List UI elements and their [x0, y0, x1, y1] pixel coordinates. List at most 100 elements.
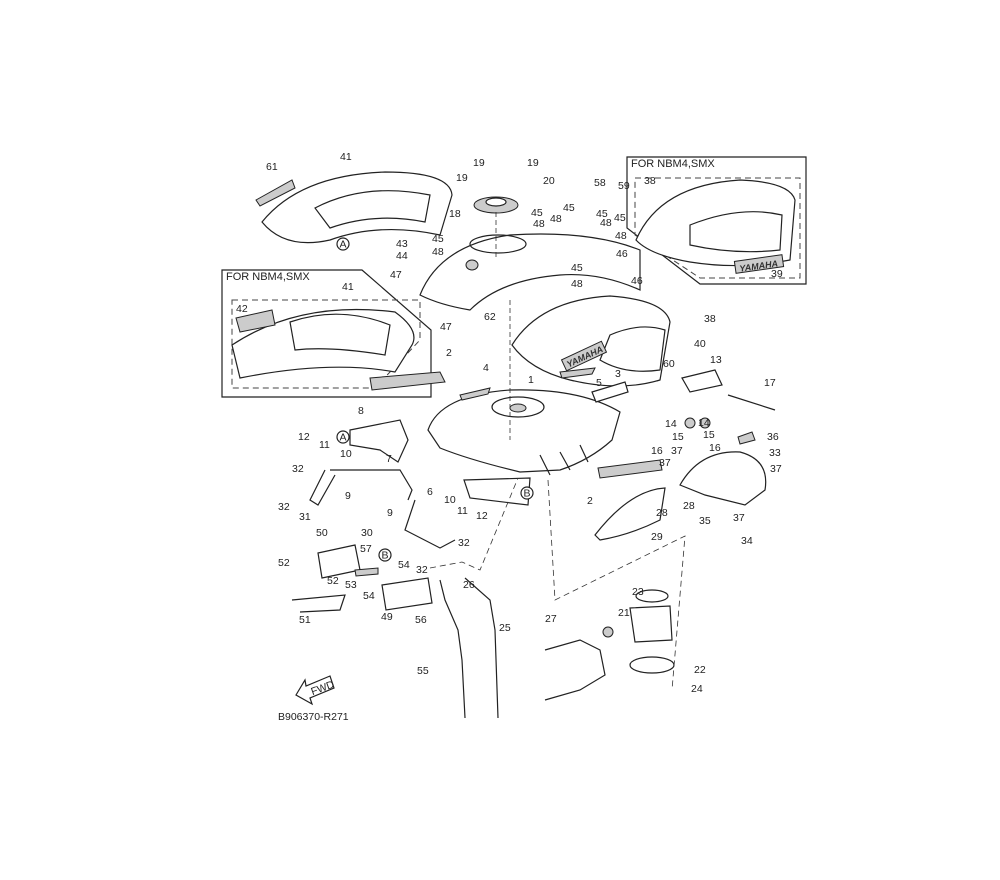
- part-label-37: 37: [671, 445, 683, 457]
- part-label-22: 22: [694, 664, 706, 676]
- part-label-54: 54: [398, 559, 410, 571]
- part-label-41: 41: [340, 151, 352, 163]
- part-label-18: 18: [449, 208, 461, 220]
- gasket-23: [635, 589, 669, 603]
- part-label-16: 16: [709, 442, 721, 454]
- part-label-47: 47: [390, 269, 402, 281]
- part-label-52: 52: [278, 557, 290, 569]
- part-label-32: 32: [458, 537, 470, 549]
- part-label-12: 12: [298, 431, 310, 443]
- part-label-34: 34: [741, 535, 753, 547]
- part-label-30: 30: [361, 527, 373, 539]
- part-label-48: 48: [432, 246, 444, 258]
- canister-49: [381, 577, 433, 611]
- part-label-43: 43: [396, 238, 408, 250]
- part-label-27: 27: [545, 613, 557, 625]
- part-label-5: 5: [596, 377, 602, 389]
- part-label-57: 57: [360, 543, 372, 555]
- ref-marker-a: A: [336, 237, 350, 251]
- part-label-35: 35: [699, 515, 711, 527]
- part-label-25: 25: [499, 622, 511, 634]
- part-label-46: 46: [631, 275, 643, 287]
- hose-27: [544, 639, 606, 701]
- bracket-51: [291, 594, 346, 613]
- part-label-23: 23: [632, 586, 644, 598]
- part-label-32: 32: [416, 564, 428, 576]
- variant-box-right-title: FOR NBM4,SMX: [631, 158, 715, 170]
- part-label-48: 48: [550, 213, 562, 225]
- pad-4: [459, 387, 491, 401]
- part-label-37: 37: [659, 457, 671, 469]
- part-label-10: 10: [340, 448, 352, 460]
- part-label-53: 53: [345, 579, 357, 591]
- variant-box-left-title: FOR NBM4,SMX: [226, 271, 310, 283]
- part-label-41: 41: [342, 281, 354, 293]
- part-label-50: 50: [316, 527, 328, 539]
- part-label-60: 60: [663, 358, 675, 370]
- part-label-46: 46: [616, 248, 628, 260]
- part-label-45: 45: [432, 233, 444, 245]
- part-label-45: 45: [571, 262, 583, 274]
- bracket-2-lower: [597, 459, 663, 479]
- filter-icon: [602, 626, 614, 638]
- part-label-9: 9: [345, 490, 351, 502]
- part-label-31: 31: [299, 511, 311, 523]
- part-label-40: 40: [694, 338, 706, 350]
- holder-53: [354, 567, 379, 577]
- stay-30: [404, 499, 456, 549]
- side-cover-top-left: [255, 171, 453, 244]
- tank-cover: [419, 233, 641, 311]
- part-label-37: 37: [733, 512, 745, 524]
- part-label-37: 37: [770, 463, 782, 475]
- canister-50: [317, 544, 361, 579]
- part-label-19: 19: [527, 157, 539, 169]
- stay-7: [330, 469, 413, 501]
- part-label-15: 15: [703, 429, 715, 441]
- fwd-label: FWD: [309, 678, 336, 698]
- bolt-17: [727, 394, 776, 411]
- bracket-2-top: [369, 371, 446, 391]
- bracket-13: [681, 369, 723, 393]
- part-label-20: 20: [543, 175, 555, 187]
- ref-marker-label: A: [340, 239, 347, 251]
- fuel-cap: [473, 196, 519, 260]
- part-label-17: 17: [764, 377, 776, 389]
- part-label-38: 38: [644, 175, 656, 187]
- clip-36: [737, 431, 756, 445]
- part-label-11: 11: [457, 505, 468, 517]
- part-label-24: 24: [691, 683, 703, 695]
- part-label-19: 19: [456, 172, 468, 184]
- part-label-51: 51: [299, 614, 311, 626]
- part-label-32: 32: [292, 463, 304, 475]
- part-label-10: 10: [444, 494, 456, 506]
- assembly-outline: [429, 477, 686, 691]
- part-label-3: 3: [615, 368, 621, 380]
- part-label-44: 44: [396, 250, 408, 262]
- part-label-11: 11: [319, 439, 330, 451]
- part-label-59: 59: [618, 180, 630, 192]
- hose-25: [464, 577, 499, 719]
- part-label-14: 14: [665, 418, 677, 430]
- ref-marker-circle: [336, 430, 350, 444]
- part-label-19: 19: [473, 157, 485, 169]
- part-label-12: 12: [476, 510, 488, 522]
- part-label-7: 7: [386, 453, 392, 465]
- part-label-29: 29: [651, 531, 663, 543]
- part-label-48: 48: [533, 218, 545, 230]
- part-label-38: 38: [704, 313, 716, 325]
- bracket-8: [349, 419, 409, 463]
- part-label-47: 47: [440, 321, 452, 333]
- part-label-36: 36: [767, 431, 779, 443]
- part-label-28: 28: [683, 500, 695, 512]
- part-label-1: 1: [528, 374, 534, 386]
- part-label-54: 54: [363, 590, 375, 602]
- part-label-56: 56: [415, 614, 427, 626]
- ref-marker-label: B: [382, 550, 389, 562]
- variant-box-left: FOR NBM4,SMX: [221, 269, 432, 398]
- part-label-28: 28: [656, 507, 668, 519]
- diagram-code: B906370-R271: [278, 711, 349, 723]
